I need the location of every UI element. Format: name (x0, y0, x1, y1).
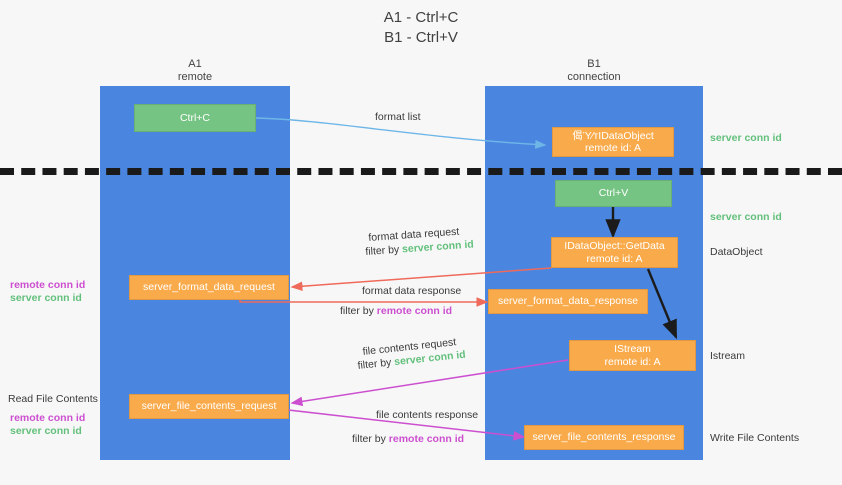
annotation-istream: Istream (710, 350, 746, 362)
node-istream-line1: IStream (614, 343, 651, 355)
node-ctrl-v-label: Ctrl+V (598, 187, 629, 200)
title-line-1: A1 - Ctrl+C (383, 9, 459, 26)
edge-filter-prefix-3: filter by (357, 356, 395, 372)
edge-label-format-list-text: format list (375, 111, 421, 123)
node-idataobject-create-line2: remote id: A (584, 142, 642, 154)
node-ctrl-c-label: Ctrl+C (179, 111, 211, 124)
node-server-format-data-response[interactable]: server_format_data_response (488, 289, 648, 314)
edge-label-format-list: format list (375, 111, 421, 124)
lane-header-a1: A1 remote (100, 58, 290, 84)
node-istream-line2: remote id: A (604, 355, 661, 368)
edge-label-file-contents-response-text: file contents response (376, 409, 479, 421)
node-server-format-data-request[interactable]: server_format_data_request (129, 275, 289, 300)
node-server-file-contents-response-label: server_file_contents_response (532, 431, 676, 444)
node-getdata-line1: IDataObject::GetData (564, 240, 665, 252)
node-idataobject-create[interactable]: 偈Ύ⁄тIDataObject remote id: A (552, 127, 674, 157)
edge-filter-prefix-2: filter by (340, 305, 377, 317)
annotation-dataobject: DataObject (710, 246, 763, 258)
edge-filter-key-4: remote conn id (388, 433, 465, 445)
lane-header-b1: B1 connection (485, 58, 703, 84)
lane-b1-name: B1 (587, 58, 601, 70)
edge-filter-prefix-1: filter by (365, 243, 403, 258)
edge-label-format-data-response-text: format data response (362, 285, 462, 297)
edge-label-format-data-response: format data response (362, 285, 461, 298)
title-line-2: B1 - Ctrl+V (384, 29, 458, 46)
page-title: A1 - Ctrl+C B1 - Ctrl+V (0, 8, 842, 48)
annotation-server-conn-id-left-mid: server conn id (10, 292, 82, 304)
annotation-remote-conn-id-mid: remote conn id (10, 279, 86, 291)
node-server-file-contents-request-label: server_file_contents_request (141, 400, 277, 413)
edge-filter-key-2: remote conn id (376, 305, 453, 317)
node-server-file-contents-request[interactable]: server_file_contents_request (129, 394, 289, 419)
node-istream[interactable]: IStream remote id: A (569, 340, 696, 371)
node-ctrl-c[interactable]: Ctrl+C (134, 104, 256, 132)
node-getdata-line2: remote id: A (586, 252, 643, 265)
node-idataobject-getdata[interactable]: IDataObject::GetData remote id: A (551, 237, 678, 268)
node-idataobject-create-line1: 偈Ύ⁄тIDataObject (572, 129, 654, 142)
annotation-server-conn-id-top: server conn id (710, 132, 782, 144)
edge-filter-format-data-response: filter by remote conn id (340, 305, 452, 318)
node-server-format-data-response-label: server_format_data_response (497, 295, 639, 308)
lane-a1-name: A1 (188, 58, 202, 70)
node-server-file-contents-response[interactable]: server_file_contents_response (524, 425, 684, 450)
lane-a1-sub: remote (177, 71, 213, 83)
annotation-write-file-contents: Write File Contents (710, 432, 800, 444)
lane-b1-sub: connection (567, 71, 621, 83)
node-server-format-data-request-label: server_format_data_request (143, 281, 275, 294)
annotation-server-conn-id-mid: server conn id (710, 211, 782, 223)
edge-label-file-contents-response: file contents response (376, 409, 478, 422)
annotation-server-conn-id-left-bottom: server conn id (10, 425, 82, 437)
phase-divider (0, 168, 842, 175)
edge-filter-file-contents-response: filter by remote conn id (352, 433, 464, 446)
node-ctrl-v[interactable]: Ctrl+V (555, 180, 672, 207)
annotation-remote-conn-id-bottom: remote conn id (10, 412, 86, 424)
annotation-read-file-contents: Read File Contents (8, 393, 98, 405)
edge-filter-prefix-4: filter by (352, 433, 389, 445)
